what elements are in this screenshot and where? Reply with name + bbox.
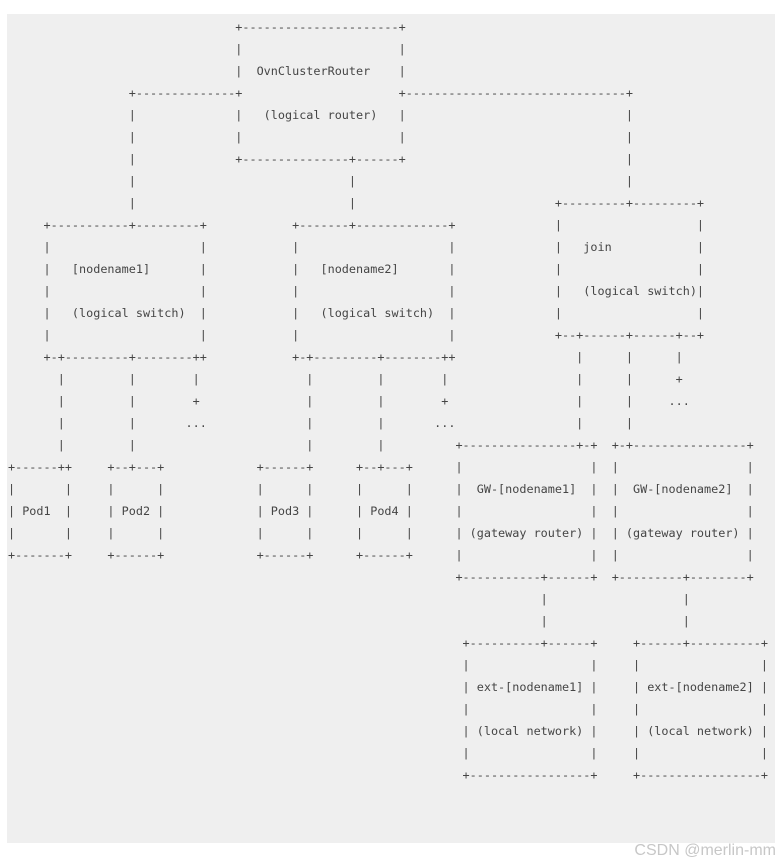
code-block: +----------------------+ | | | OvnCluste… [7,14,775,843]
ascii-topology-diagram: +----------------------+ | | | OvnCluste… [8,20,768,782]
csdn-watermark: CSDN @merlin-mm [634,842,776,859]
